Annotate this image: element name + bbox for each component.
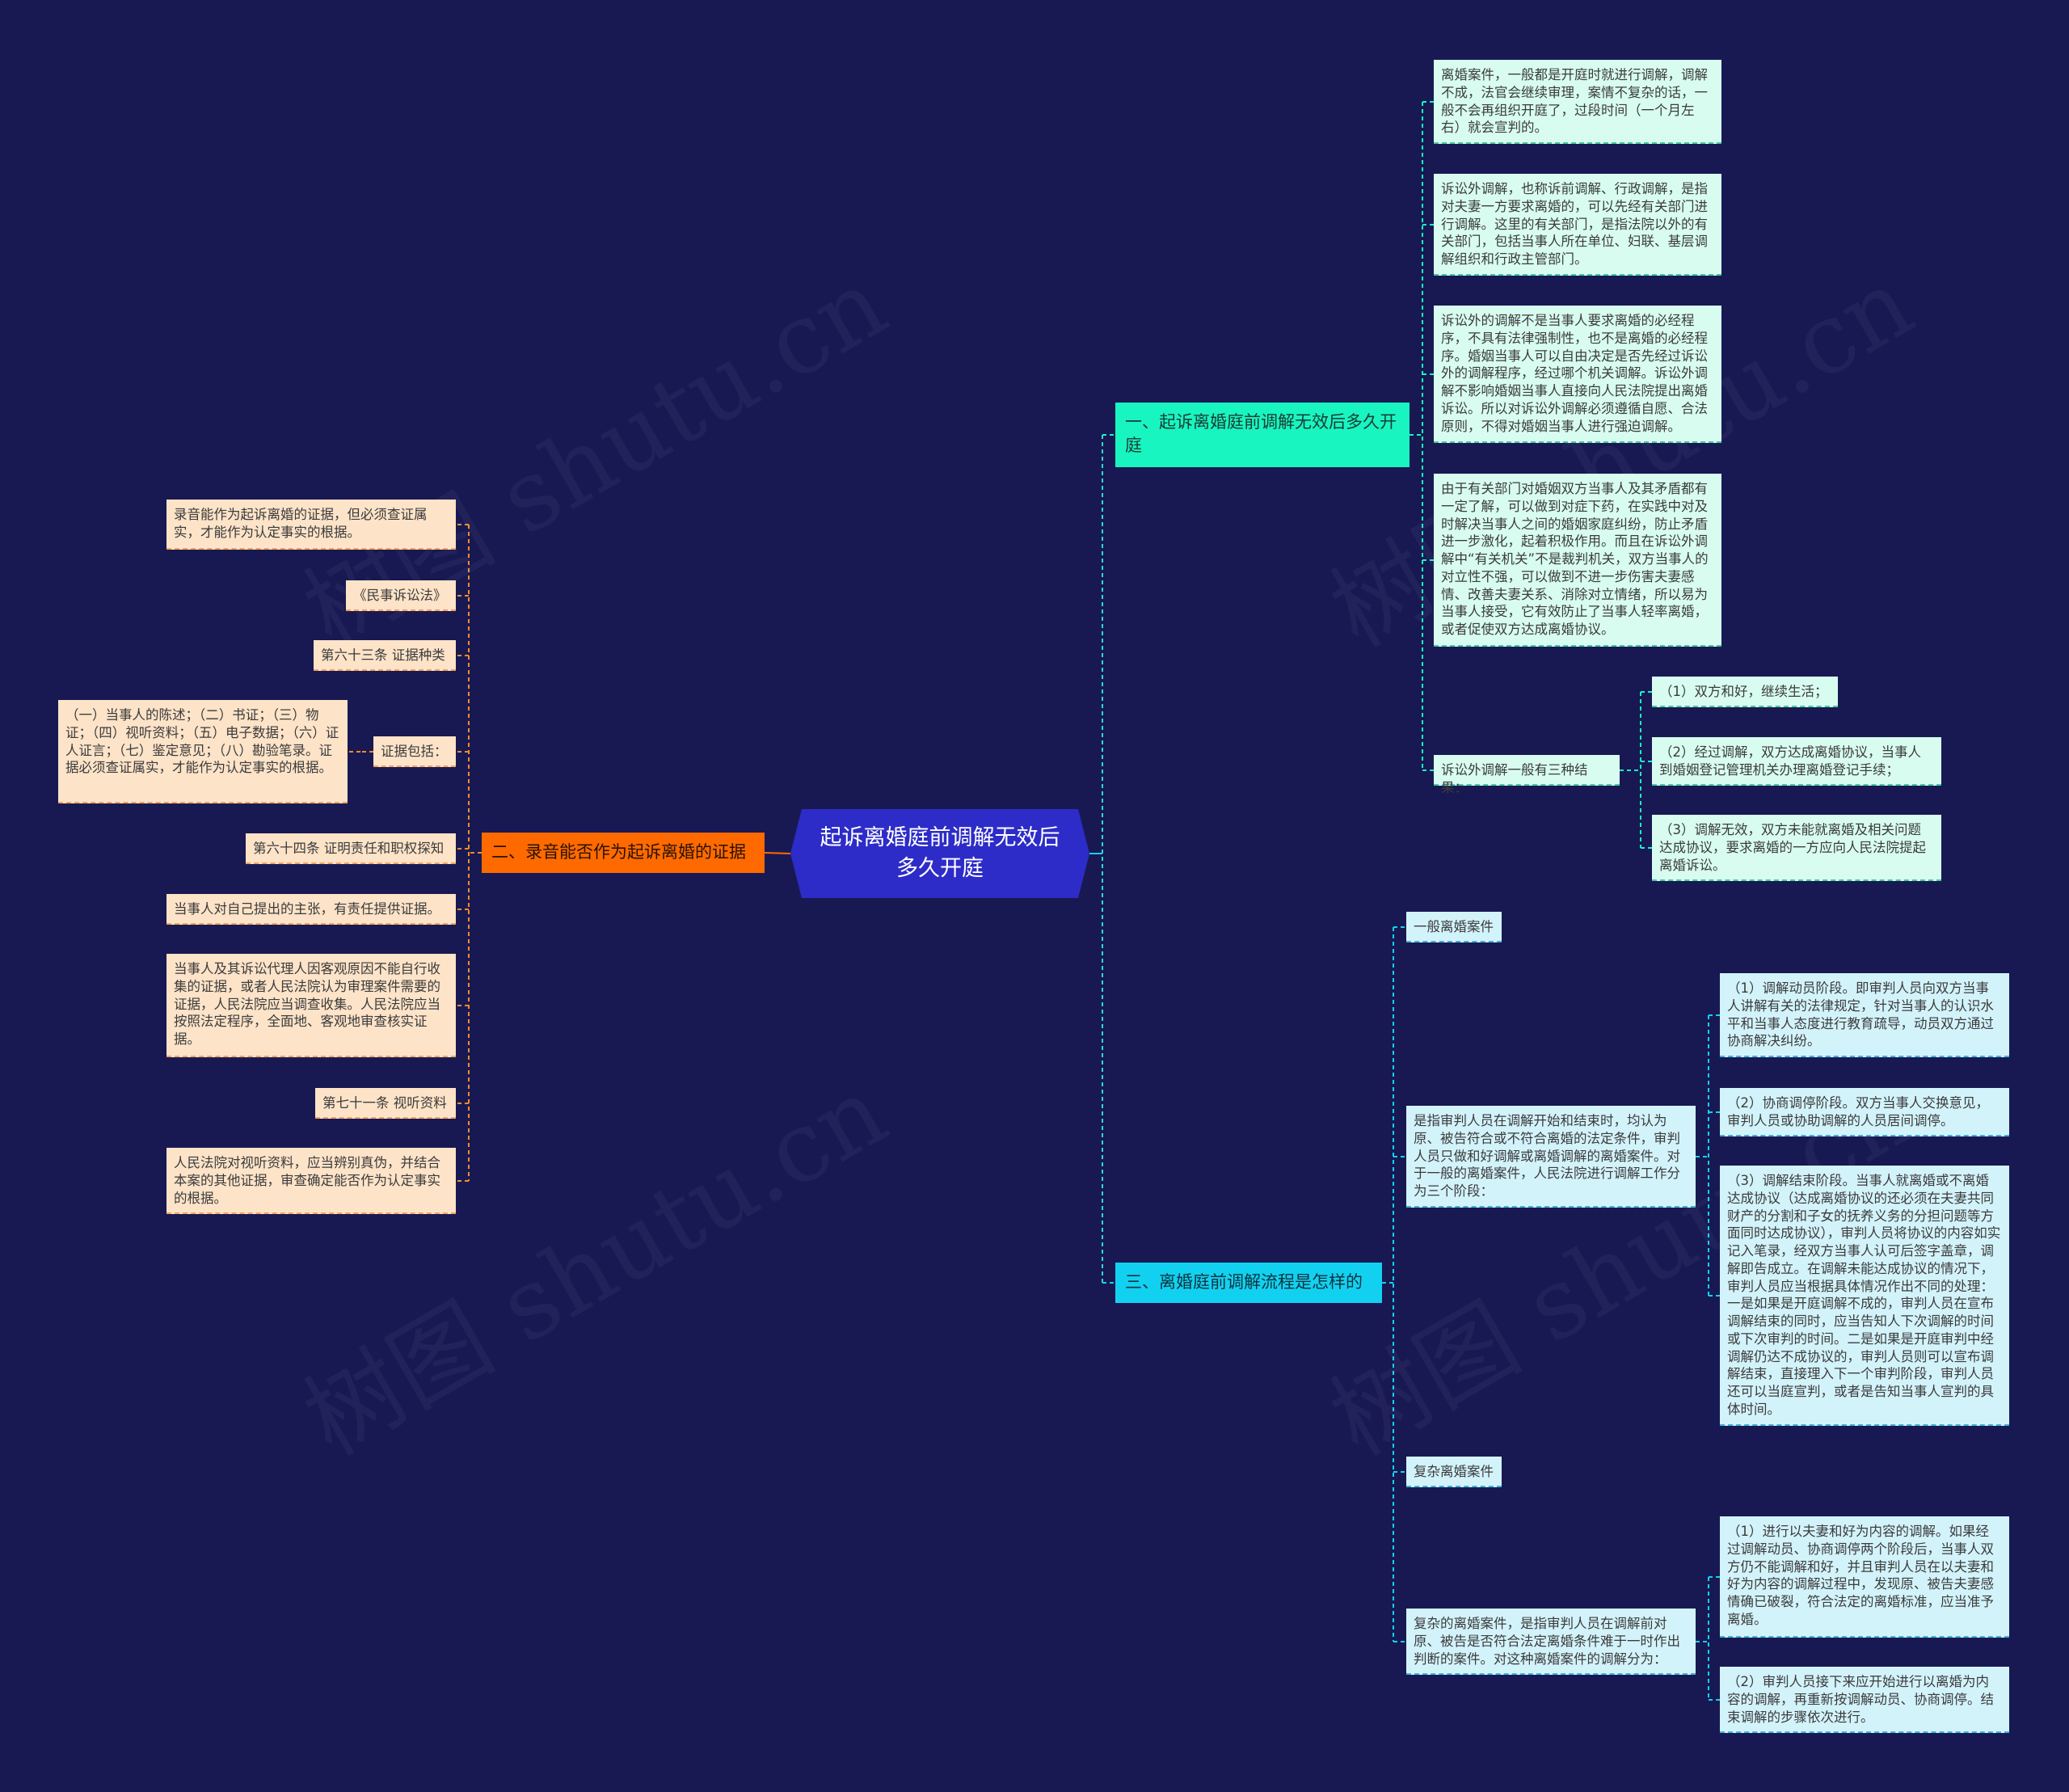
stage-item[interactable]: （1）调解动员阶段。即审判人员向双方当事人讲解有关的法律规定，针对当事人的认识水… [1720,973,2009,1057]
leaf-node[interactable]: 人民法院对视听资料，应当辨别真伪，并结合本案的其他证据，审查确定能否作为认定事实… [166,1148,456,1214]
leaf-node[interactable]: 第六十三条 证据种类 [314,640,456,671]
general-case-label[interactable]: 一般离婚案件 [1406,912,1502,942]
stage-item[interactable]: （2）审判人员接下来应开始进行以离婚为内容的调解，再重新按调解动员、协商调停。结… [1720,1667,2009,1733]
leaf-node[interactable]: 诉讼外的调解不是当事人要求离婚的必经程序，不具有法律强制性，也不是离婚的必经程序… [1434,306,1721,443]
leaf-node[interactable]: 诉讼外调解，也称诉前调解、行政调解，是指对夫妻一方要求离婚的，可以先经有关部门进… [1434,174,1721,276]
result-item[interactable]: （3）调解无效，双方未能就离婚及相关问题达成协议，要求离婚的一方应向人民法院提起… [1652,815,1941,881]
leaf-node[interactable]: 录音能作为起诉离婚的证据，但必须查证属实，才能作为认定事实的根据。 [166,500,456,550]
connector-line [764,852,791,854]
results-label[interactable]: 诉讼外调解一般有三种结果： [1434,755,1620,795]
result-item[interactable]: （1）双方和好，继续生活； [1652,677,1838,707]
stage-item[interactable]: （2）协商调停阶段。双方当事人交换意见，审判人员或协助调解的人员居间调停。 [1720,1088,2009,1136]
general-case-desc[interactable]: 是指审判人员在调解开始和结束时，均认为原、被告符合或不符合离婚的法定条件，审判人… [1406,1106,1696,1208]
stage-item[interactable]: （1）进行以夫妻和好为内容的调解。如果经过调解动员、协商调停两个阶段后，当事人双… [1720,1516,2009,1638]
complex-case-label[interactable]: 复杂离婚案件 [1406,1457,1502,1487]
leaf-node[interactable]: 《民事诉讼法》 [346,580,456,611]
leaf-node[interactable]: 证据包括： [373,736,456,767]
leaf-node[interactable]: 离婚案件，一般都是开庭时就进行调解，调解不成，法官会继续审理，案情不复杂的话，一… [1434,60,1721,144]
leaf-node[interactable]: 由于有关部门对婚姻双方当事人及其矛盾都有一定了解，可以做到对症下药，在实践中对及… [1434,474,1721,647]
stage-item[interactable]: （3）调解结束阶段。当事人就离婚或不离婚达成协议（达成离婚协议的还必须在夫妻共同… [1720,1166,2009,1426]
branch-2-title[interactable]: 二、录音能否作为起诉离婚的证据 [482,833,765,873]
evidence-types[interactable]: （一）当事人的陈述；（二）书证；（三）物证；（四）视听资料；（五）电子数据；（六… [58,700,348,803]
complex-case-desc[interactable]: 复杂的离婚案件，是指审判人员在调解前对原、被告是否符合法定离婚条件难于一时作出判… [1406,1609,1696,1675]
branch-3-title[interactable]: 三、离婚庭前调解流程是怎样的 [1115,1263,1382,1303]
root-title: 起诉离婚庭前调解无效后多久开庭 [820,825,1060,881]
leaf-node[interactable]: 当事人及其诉讼代理人因客观原因不能自行收集的证据，或者人民法院认为审理案件需要的… [166,954,456,1057]
branch-1-title[interactable]: 一、起诉离婚庭前调解无效后多久开庭 [1115,403,1410,467]
leaf-node[interactable]: 当事人对自己提出的主张，有责任提供证据。 [166,894,456,925]
result-item[interactable]: （2）经过调解，双方达成离婚协议，当事人到婚姻登记管理机关办理离婚登记手续； [1652,737,1941,786]
leaf-node[interactable]: 第七十一条 视听资料 [315,1088,456,1119]
root-topic[interactable]: 起诉离婚庭前调解无效后多久开庭 [790,809,1089,898]
leaf-node[interactable]: 第六十四条 证明责任和职权探知 [246,833,456,864]
